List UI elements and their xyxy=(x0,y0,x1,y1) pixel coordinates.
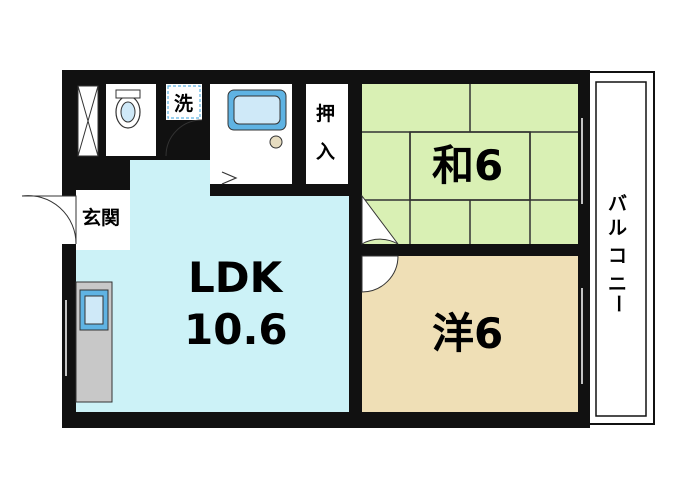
balcony-char-3: コ xyxy=(608,245,627,267)
washer-space xyxy=(167,85,201,119)
toilet-tank xyxy=(115,89,141,99)
genkan-label: 玄関 xyxy=(82,206,120,229)
shower-fixture xyxy=(269,135,283,149)
balcony-char-2: ル xyxy=(608,217,627,239)
yoshitsu-room xyxy=(362,256,578,412)
oshiire-label-2: 入 xyxy=(316,141,335,163)
ldk-room xyxy=(76,160,349,412)
senmen-label: 洗 xyxy=(174,92,193,115)
oshiire-closet xyxy=(306,84,348,184)
front-door-swing xyxy=(21,195,77,245)
washroom xyxy=(166,84,202,120)
balcony-char-5: ー xyxy=(607,294,629,313)
balcony-char-1: バ xyxy=(608,193,627,215)
bath-door-mark xyxy=(221,171,238,185)
ldk-label: LDK xyxy=(188,253,284,302)
balcony-area xyxy=(587,71,655,425)
bathtub-inner xyxy=(233,95,281,125)
oshiire-label-1: 押 xyxy=(316,102,335,125)
toilet-seat xyxy=(120,101,136,123)
washroom-door-swing xyxy=(165,119,203,157)
genkan-entrance xyxy=(76,190,130,250)
washitsu-label: 和6 xyxy=(432,141,503,190)
sink-basin xyxy=(84,295,104,325)
tatami-lines xyxy=(362,84,578,244)
ldk-size-label: 10.6 xyxy=(184,305,288,354)
balcony-char-4: ニ xyxy=(608,273,627,295)
yoshitsu-label: 洋6 xyxy=(432,309,503,358)
window-marks xyxy=(65,118,583,384)
yoshitsu-door-swing xyxy=(361,255,399,293)
balcony-inner-line xyxy=(595,81,647,417)
washitsu-door-swing xyxy=(361,194,399,245)
